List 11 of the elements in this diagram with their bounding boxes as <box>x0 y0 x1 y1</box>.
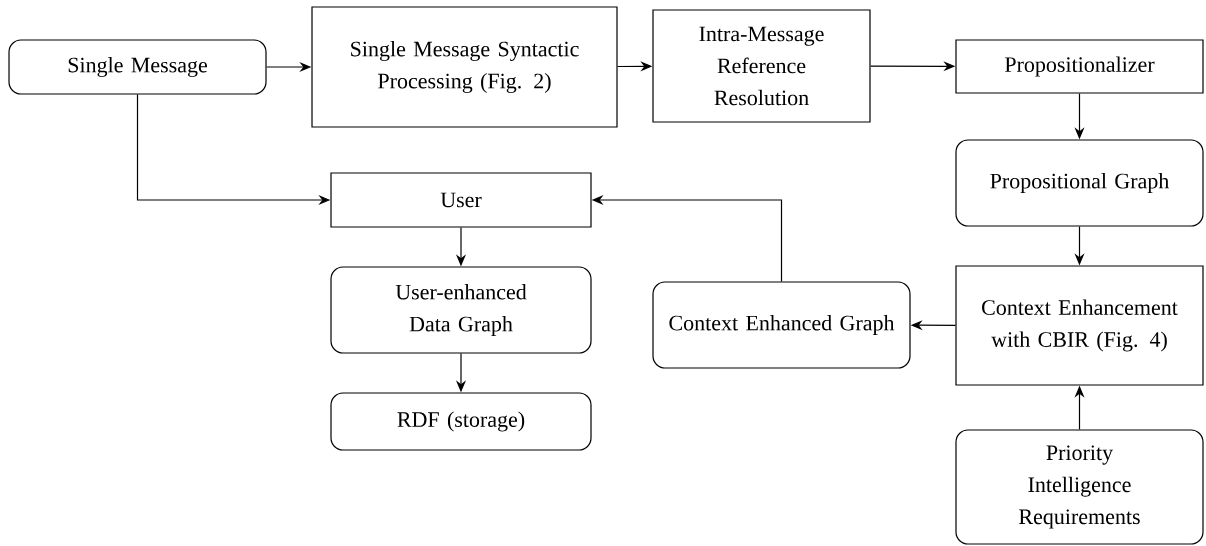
rounded-box: Single Message <box>8 39 267 95</box>
process-box: User <box>330 172 592 228</box>
process-box: Single Message Syntactic Processing (Fig. 2) <box>311 6 618 128</box>
rounded-box: RDF (storage) <box>330 392 592 451</box>
rounded-box: Priority Intelligence Requirements <box>955 429 1204 545</box>
process-box: Intra-Message Reference Resolution <box>652 9 871 123</box>
rounded-box: Context Enhanced Graph <box>652 281 911 369</box>
process-box: Propositionalizer <box>955 39 1204 94</box>
process-box: Context Enhancement with CBIR (Fig. 4) <box>955 265 1204 386</box>
rounded-box: User-enhanced Data Graph <box>330 266 592 354</box>
rounded-box: Propositional Graph <box>955 139 1204 227</box>
